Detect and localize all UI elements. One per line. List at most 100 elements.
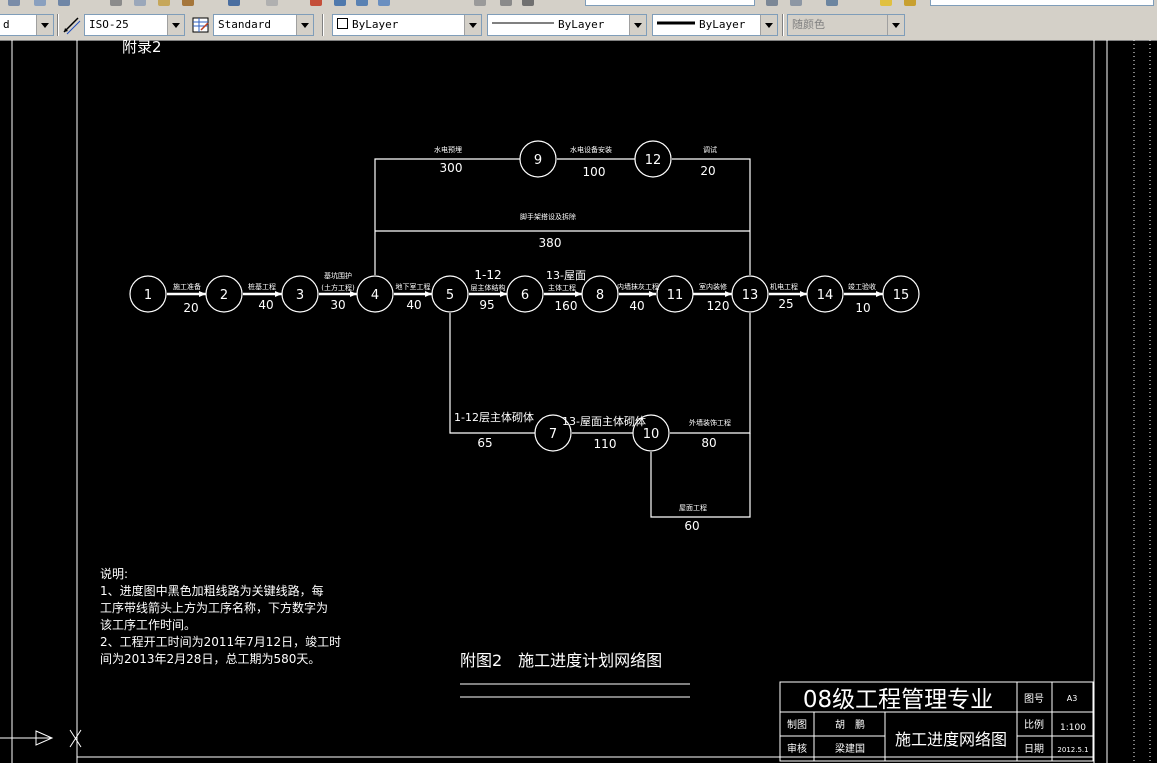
workspace-combo-edge[interactable] xyxy=(585,0,755,6)
activity-duration: 100 xyxy=(583,165,606,179)
properties-toolbar: d ISO-25 Standard ByLayer ByLayer ByLaye… xyxy=(0,0,1157,41)
color-control-value: ByLayer xyxy=(352,18,399,31)
activity-name: 内墙抹灰工程 xyxy=(617,282,659,291)
activity-name: 水电预埋 xyxy=(434,145,462,154)
activity-name: 桩基工程 xyxy=(248,282,276,291)
chevron-down-icon[interactable] xyxy=(296,15,313,35)
drawing-no-value: A3 xyxy=(1067,694,1078,703)
layer-state-icon[interactable] xyxy=(790,0,802,6)
node-11: 11 xyxy=(656,275,694,313)
activity-duration: 25 xyxy=(778,297,793,311)
date-value: 2012.5.1 xyxy=(1057,746,1088,754)
activity-name: 室内装修 xyxy=(699,282,727,291)
notes-block: 说明: 1、进度图中黑色加粗线路为关键线路，每 工序带线箭头上方为工序名称，下方… xyxy=(100,566,360,668)
activity-duration: 380 xyxy=(539,236,562,250)
node-4: 4 xyxy=(356,275,394,313)
text-style-combo[interactable]: d xyxy=(0,14,54,36)
drawing-caption: 附图2 施工进度计划网络图 xyxy=(460,651,662,670)
table-style-icon[interactable] xyxy=(190,14,212,36)
preview-icon[interactable] xyxy=(34,0,46,6)
lock-icon[interactable] xyxy=(904,0,916,6)
activity-name: 1-12层主体砌体 xyxy=(454,410,534,424)
publish-icon[interactable] xyxy=(58,0,70,6)
properties-icon[interactable] xyxy=(474,0,486,6)
chevron-down-icon[interactable] xyxy=(36,15,53,35)
activity-duration: 160 xyxy=(555,299,578,313)
svg-text:3: 3 xyxy=(296,288,304,303)
toolbar-separator xyxy=(322,14,324,36)
plotstyle-control-value: 随颜色 xyxy=(792,18,825,31)
activity-name: 调试 xyxy=(703,145,717,154)
dimension-style-icon[interactable] xyxy=(61,14,83,36)
node-6: 6 xyxy=(506,275,544,313)
svg-text:1: 1 xyxy=(144,288,152,303)
svg-text:4: 4 xyxy=(371,288,379,303)
ucs-icon xyxy=(0,729,82,748)
drawn-by-label: 制图 xyxy=(787,718,807,731)
activity-name-line2: 主体工程 xyxy=(548,283,576,292)
activity-duration: 40 xyxy=(629,299,644,313)
chevron-down-icon[interactable] xyxy=(167,15,184,35)
title-block-title: 08级工程管理专业 xyxy=(803,687,993,713)
dimension-style-combo[interactable]: ISO-25 xyxy=(84,14,185,36)
drawing-no-label: 图号 xyxy=(1024,693,1044,705)
svg-text:10: 10 xyxy=(643,427,660,442)
node-7: 7 xyxy=(534,414,572,452)
checked-by-label: 审核 xyxy=(787,742,807,755)
activity-name: 基坑围护 xyxy=(324,271,352,280)
text-style-value: d xyxy=(3,18,10,31)
layer-properties-icon[interactable] xyxy=(766,0,778,6)
lineweight-control-combo[interactable]: ByLayer xyxy=(652,14,778,36)
scale-label: 比例 xyxy=(1024,718,1044,731)
node-2: 2 xyxy=(205,275,243,313)
design-center-icon[interactable] xyxy=(500,0,512,6)
pan-icon[interactable] xyxy=(310,0,322,6)
node-9: 9 xyxy=(519,140,557,178)
chevron-down-icon[interactable] xyxy=(629,15,646,35)
match-properties-icon[interactable] xyxy=(182,0,194,6)
plotstyle-control-combo[interactable]: 随颜色 xyxy=(787,14,905,36)
activity-name-line2: (土方工程) xyxy=(321,283,355,292)
dimension-style-value: ISO-25 xyxy=(89,18,129,31)
linetype-control-combo[interactable]: ByLayer xyxy=(487,14,647,36)
svg-text:9: 9 xyxy=(534,153,542,168)
color-control-combo[interactable]: ByLayer xyxy=(332,14,482,36)
activity-duration: 40 xyxy=(258,298,273,312)
svg-text:2: 2 xyxy=(220,288,228,303)
activity-duration: 30 xyxy=(330,298,345,312)
redo-icon[interactable] xyxy=(266,0,278,6)
table-icon[interactable] xyxy=(522,0,534,6)
zoom-realtime-icon[interactable] xyxy=(334,0,346,6)
title-block: 08级工程管理专业 图号 A3 制图 胡 鹏 比例 1:100 审核 梁建国 施… xyxy=(787,687,1089,755)
drawing-canvas[interactable]: 附录2 1 2 3 4 5 6 7 xyxy=(0,40,1157,763)
print-icon[interactable] xyxy=(8,0,20,6)
undo-icon[interactable] xyxy=(228,0,240,6)
notes-line: 该工序工作时间。 xyxy=(100,618,197,632)
chevron-down-icon[interactable] xyxy=(887,15,904,35)
lightbulb-icon[interactable] xyxy=(880,0,892,6)
title-block-grid xyxy=(779,681,1094,762)
chevron-down-icon[interactable] xyxy=(464,15,481,35)
activity-duration: 120 xyxy=(707,299,730,313)
node-13: 13 xyxy=(731,275,769,313)
layer-combo-edge[interactable] xyxy=(930,0,1154,6)
linetype-preview-icon xyxy=(492,22,554,24)
activity-duration: 10 xyxy=(855,301,870,315)
cut-icon[interactable] xyxy=(110,0,122,6)
copy-icon[interactable] xyxy=(134,0,146,6)
node-3: 3 xyxy=(281,275,319,313)
chevron-down-icon[interactable] xyxy=(760,15,777,35)
node-1: 1 xyxy=(129,275,167,313)
activity-duration: 65 xyxy=(477,436,492,450)
scale-value: 1:100 xyxy=(1060,723,1086,733)
paste-icon[interactable] xyxy=(158,0,170,6)
table-style-combo[interactable]: Standard xyxy=(213,14,314,36)
svg-text:11: 11 xyxy=(667,288,684,303)
activity-name: 13-屋面主体砌体 xyxy=(562,414,646,428)
svg-text:6: 6 xyxy=(521,288,529,303)
zoom-previous-icon[interactable] xyxy=(378,0,390,6)
toolbar-separator xyxy=(57,14,59,36)
layer-previous-icon[interactable] xyxy=(826,0,838,6)
zoom-window-icon[interactable] xyxy=(356,0,368,6)
node-5: 5 xyxy=(431,275,469,313)
